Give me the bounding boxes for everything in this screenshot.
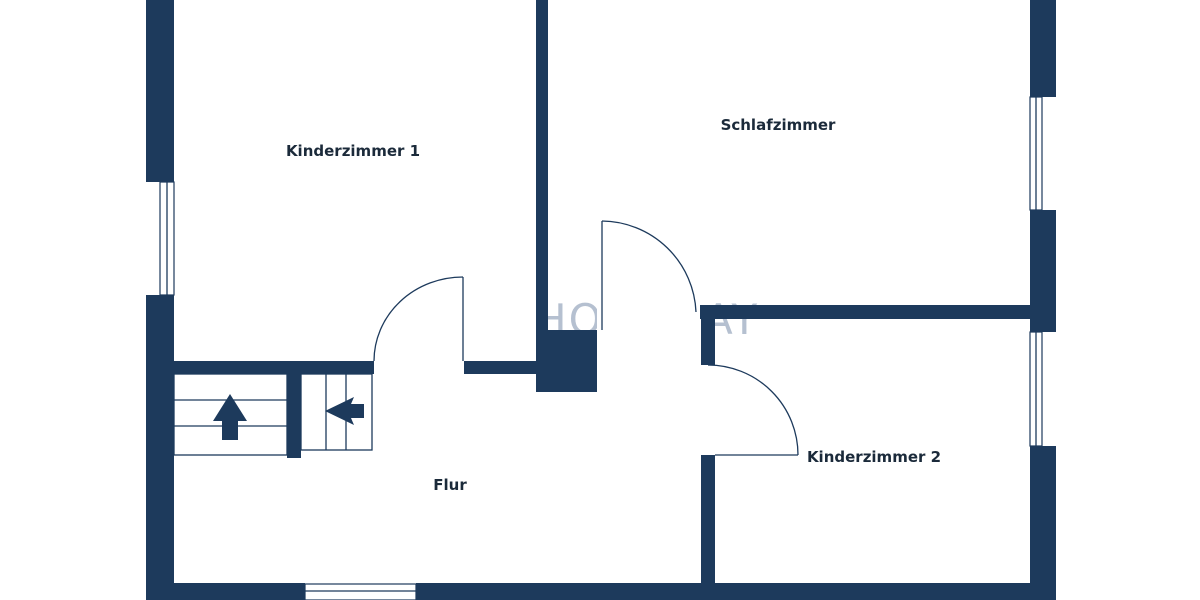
wall-kz1-schlaf [536,0,548,330]
wall-right-3 [1030,446,1056,600]
wall-right-2 [1030,210,1056,332]
wall-schlaf-kz2 [700,305,1030,319]
wall-above-stairs [174,361,374,374]
door-schlafzimmer [601,220,697,330]
wall-flur-kz2-upper [701,319,715,365]
wall-flur-kz2-lower [701,455,715,583]
wall-block [536,330,597,392]
wall-bottom-right [416,583,1056,600]
arrow-left-icon [325,397,364,425]
room-label-kinderzimmer2: Kinderzimmer 2 [806,448,942,466]
room-label-kinderzimmer1: Kinderzimmer 1 [285,142,421,160]
wall-kz1-flur [464,361,536,374]
stairs-divider-wall [287,374,301,458]
stairs-right [300,373,373,451]
stairs-left [173,373,288,456]
watermark-mask [597,290,701,340]
room-label-schlafzimmer: Schlafzimmer [720,116,836,134]
door-kinderzimmer2 [707,364,799,456]
wall-bottom-left [146,583,305,600]
window-bottom [304,583,417,600]
wall-left-lower [146,295,174,600]
room-label-flur: Flur [433,476,467,494]
arrow-up-icon [213,394,247,440]
wall-right-1 [1030,0,1056,97]
door-kinderzimmer1 [373,276,464,362]
wall-left-upper [146,0,174,182]
